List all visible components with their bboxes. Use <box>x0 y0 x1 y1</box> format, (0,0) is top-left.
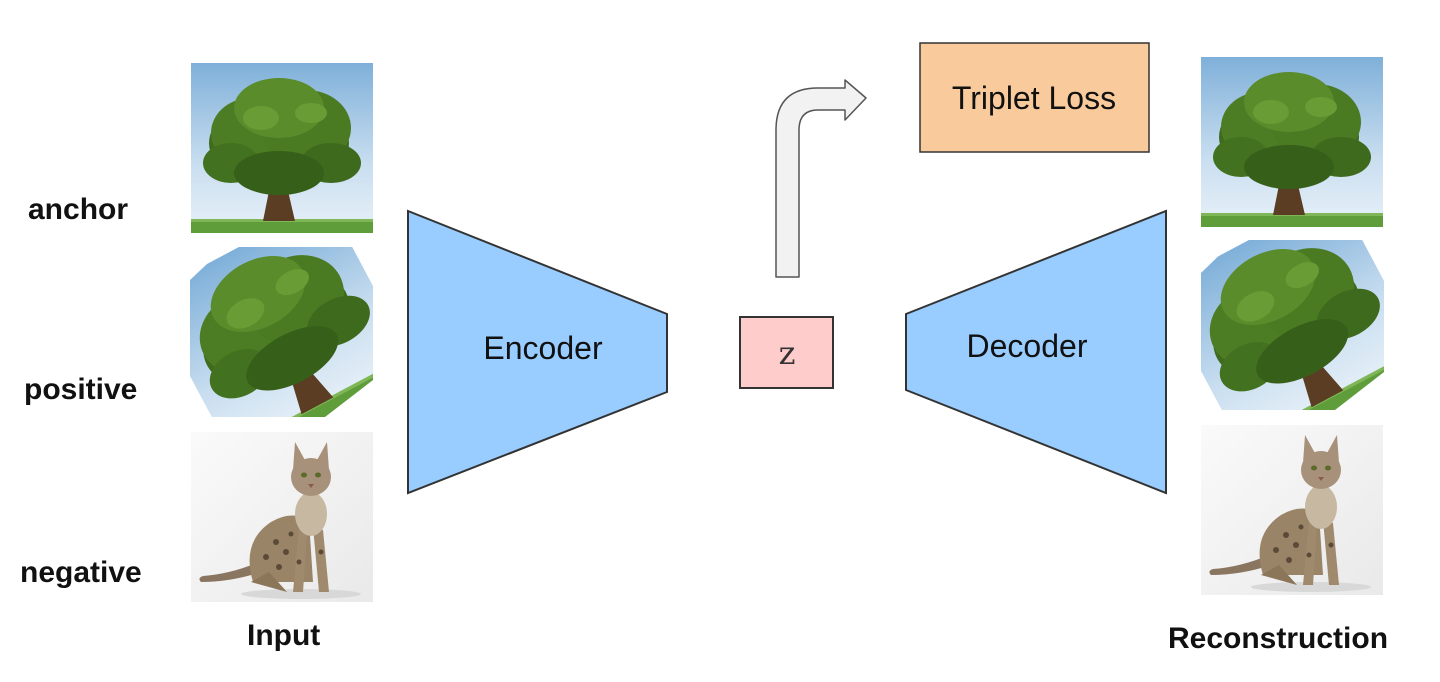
latent-to-loss-arrow <box>775 79 867 278</box>
anchor-label: anchor <box>28 193 129 226</box>
negative-label: negative <box>20 556 142 589</box>
positive-label: positive <box>24 373 138 406</box>
anchor-input-image <box>191 63 373 233</box>
encoder-block <box>407 209 668 495</box>
decoder-label: Decoder <box>967 328 1088 364</box>
anchor-reconstruction-image <box>1201 57 1383 227</box>
positive-input-image <box>190 247 373 417</box>
decoder-block <box>905 209 1167 495</box>
reconstruction-label: Reconstruction <box>1168 622 1389 655</box>
latent-z-label: z <box>779 334 796 372</box>
input-label: Input <box>247 619 321 652</box>
triplet-loss-label: Triplet Loss <box>952 80 1116 116</box>
triplet-loss-box <box>919 42 1150 153</box>
latent-z-box <box>739 316 834 389</box>
encoder-label: Encoder <box>483 330 603 366</box>
negative-reconstruction-image <box>1201 425 1383 595</box>
negative-input-image <box>191 432 373 602</box>
positive-reconstruction-image <box>1201 240 1384 410</box>
